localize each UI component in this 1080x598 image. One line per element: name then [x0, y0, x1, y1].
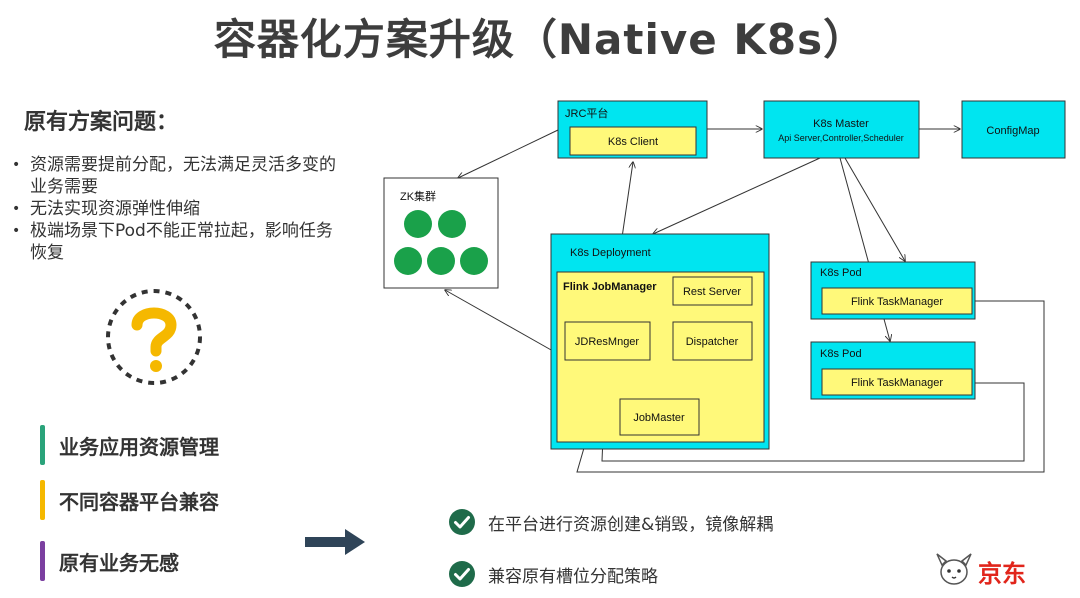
rest-server-label: Rest Server [683, 286, 741, 298]
k8s-client-label: K8s Client [608, 136, 658, 148]
jd-dog-icon [936, 553, 972, 585]
taskmanager-label: Flink TaskManager [851, 377, 943, 389]
jd-logo-text: 京东 [978, 560, 1026, 588]
jdresmnger-label: JDResMnger [575, 336, 640, 348]
goal-bar [40, 541, 45, 581]
configmap-box [961, 100, 1066, 159]
rest-server-box [672, 276, 753, 306]
check-item: 在平台进行资源创建&销毁，镜像解耦 [448, 508, 773, 536]
jdresmnger-box [564, 321, 651, 361]
problem-item: 无法实现资源弹性伸缩 [12, 198, 342, 220]
k8s-master-sub: Api Server,Controller,Scheduler [778, 133, 904, 143]
check-circle-icon [449, 561, 475, 587]
k8s-pod-label: K8s Pod [820, 348, 862, 360]
jd-logo: 京东 [932, 550, 1052, 590]
problem-item: 极端场景下Pod不能正常拉起，影响任务恢复 [12, 220, 342, 264]
zk-cluster-label: ZK集群 [400, 189, 436, 203]
problems-list: 资源需要提前分配，无法满足灵活多变的业务需要 无法实现资源弹性伸缩 极端场景下P… [12, 154, 342, 264]
zk-node [404, 210, 432, 238]
dispatcher-label: Dispatcher [686, 336, 739, 348]
goal-label: 不同容器平台兼容 [59, 489, 219, 514]
jobmaster-box [619, 398, 700, 436]
check-text: 在平台进行资源创建&销毁，镜像解耦 [488, 514, 774, 535]
problem-item: 资源需要提前分配，无法满足灵活多变的业务需要 [12, 154, 342, 198]
zk-nodes [394, 210, 488, 275]
k8s-client-box [569, 126, 697, 156]
zk-node [427, 247, 455, 275]
goal-item-resource: 业务应用资源管理 [40, 425, 219, 465]
configmap-label: ConfigMap [986, 125, 1039, 137]
k8s-pod-label: K8s Pod [820, 267, 862, 279]
taskmanager-box [821, 287, 973, 315]
k8s-master-box [763, 100, 920, 159]
jobmaster-label: JobMaster [633, 412, 685, 424]
goal-item-compat: 不同容器平台兼容 [40, 480, 219, 520]
problems-heading: 原有方案问题： [24, 110, 179, 135]
check-text: 兼容原有槽位分配策略 [488, 566, 658, 587]
taskmanager-label: Flink TaskManager [851, 296, 943, 308]
zk-node [394, 247, 422, 275]
goal-label: 原有业务无感 [59, 550, 179, 575]
zk-node [460, 247, 488, 275]
goal-bar [40, 480, 45, 520]
zk-node [438, 210, 466, 238]
goal-item-seamless: 原有业务无感 [40, 541, 179, 581]
question-icon [106, 289, 202, 385]
jrc-platform-label: JRC平台 [565, 106, 608, 120]
goal-label: 业务应用资源管理 [59, 434, 219, 459]
k8s-master-label: K8s Master [813, 118, 869, 130]
flink-jobmanager-label: Flink JobManager [563, 281, 657, 293]
dispatcher-box [672, 321, 753, 361]
goal-bar [40, 425, 45, 465]
k8s-deployment-label: K8s Deployment [570, 247, 651, 259]
check-item: 兼容原有槽位分配策略 [448, 560, 658, 588]
right-arrow-icon [305, 529, 365, 555]
check-circle-icon [449, 509, 475, 535]
taskmanager-box [821, 368, 973, 396]
page-title: 容器化方案升级（Native K8s） [213, 15, 867, 64]
